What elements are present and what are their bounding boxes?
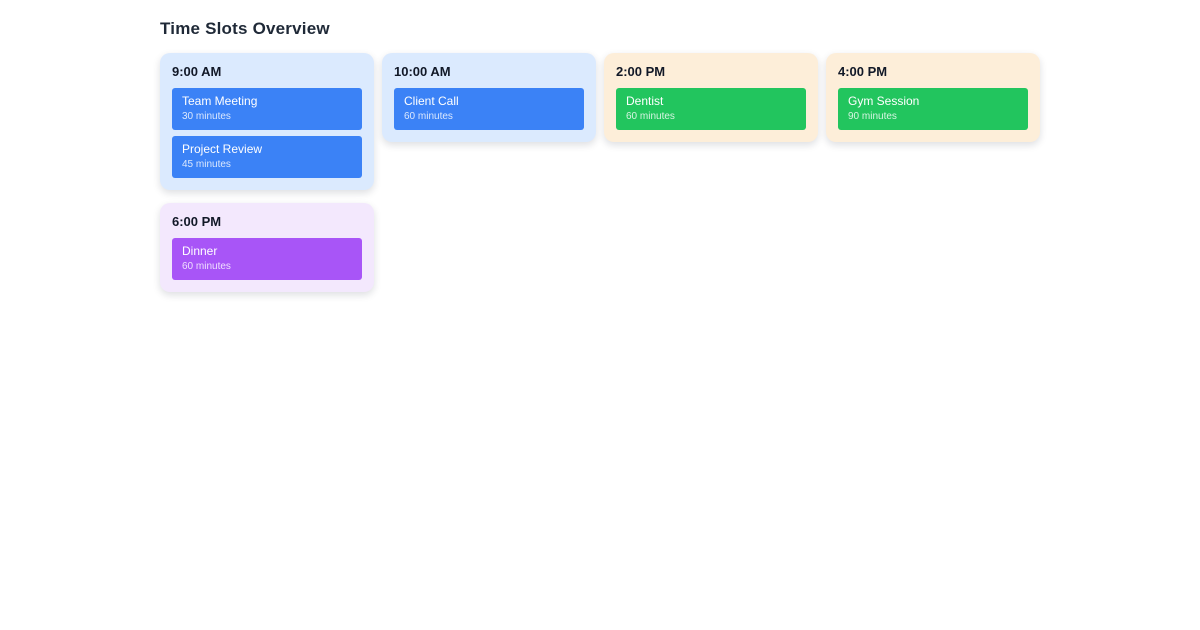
page-title: Time Slots Overview xyxy=(160,19,330,38)
time-slot-card-6pm: 6:00 PM Dinner 60 minutes xyxy=(160,203,374,292)
time-slot-card-10am: 10:00 AM Client Call 60 minutes xyxy=(382,53,596,142)
time-slot-card-4pm: 4:00 PM Gym Session 90 minutes xyxy=(826,53,1040,142)
time-slot-card-2pm: 2:00 PM Dentist 60 minutes xyxy=(604,53,818,142)
event-title: Gym Session xyxy=(848,94,920,108)
event-duration: 90 minutes xyxy=(848,111,897,122)
event-duration: 60 minutes xyxy=(404,111,453,122)
event-dinner[interactable]: Dinner 60 minutes xyxy=(172,238,362,280)
event-duration: 60 minutes xyxy=(626,111,675,122)
event-duration: 45 minutes xyxy=(182,159,231,170)
event-gym-session[interactable]: Gym Session 90 minutes xyxy=(838,88,1028,130)
event-duration: 30 minutes xyxy=(182,111,231,122)
event-project-review[interactable]: Project Review 45 minutes xyxy=(172,136,362,178)
slot-time-label: 4:00 PM xyxy=(838,64,888,79)
slot-time-label: 2:00 PM xyxy=(616,64,666,79)
event-title: Dentist xyxy=(626,94,664,108)
slot-time-label: 6:00 PM xyxy=(172,214,222,229)
event-title: Team Meeting xyxy=(182,94,258,108)
time-slot-card-9am: 9:00 AM Team Meeting 30 minutes Project … xyxy=(160,53,374,190)
event-client-call[interactable]: Client Call 60 minutes xyxy=(394,88,584,130)
event-title: Project Review xyxy=(182,142,263,156)
slot-time-label: 10:00 AM xyxy=(394,64,451,79)
page: Time Slots Overview 9:00 AM Team Meeting… xyxy=(0,0,1200,292)
time-slots-grid: 9:00 AM Team Meeting 30 minutes Project … xyxy=(160,53,1040,292)
slot-time-label: 9:00 AM xyxy=(172,64,222,79)
event-title: Dinner xyxy=(182,244,218,258)
event-duration: 60 minutes xyxy=(182,261,231,272)
event-dentist[interactable]: Dentist 60 minutes xyxy=(616,88,806,130)
event-title: Client Call xyxy=(404,94,459,108)
event-team-meeting[interactable]: Team Meeting 30 minutes xyxy=(172,88,362,130)
